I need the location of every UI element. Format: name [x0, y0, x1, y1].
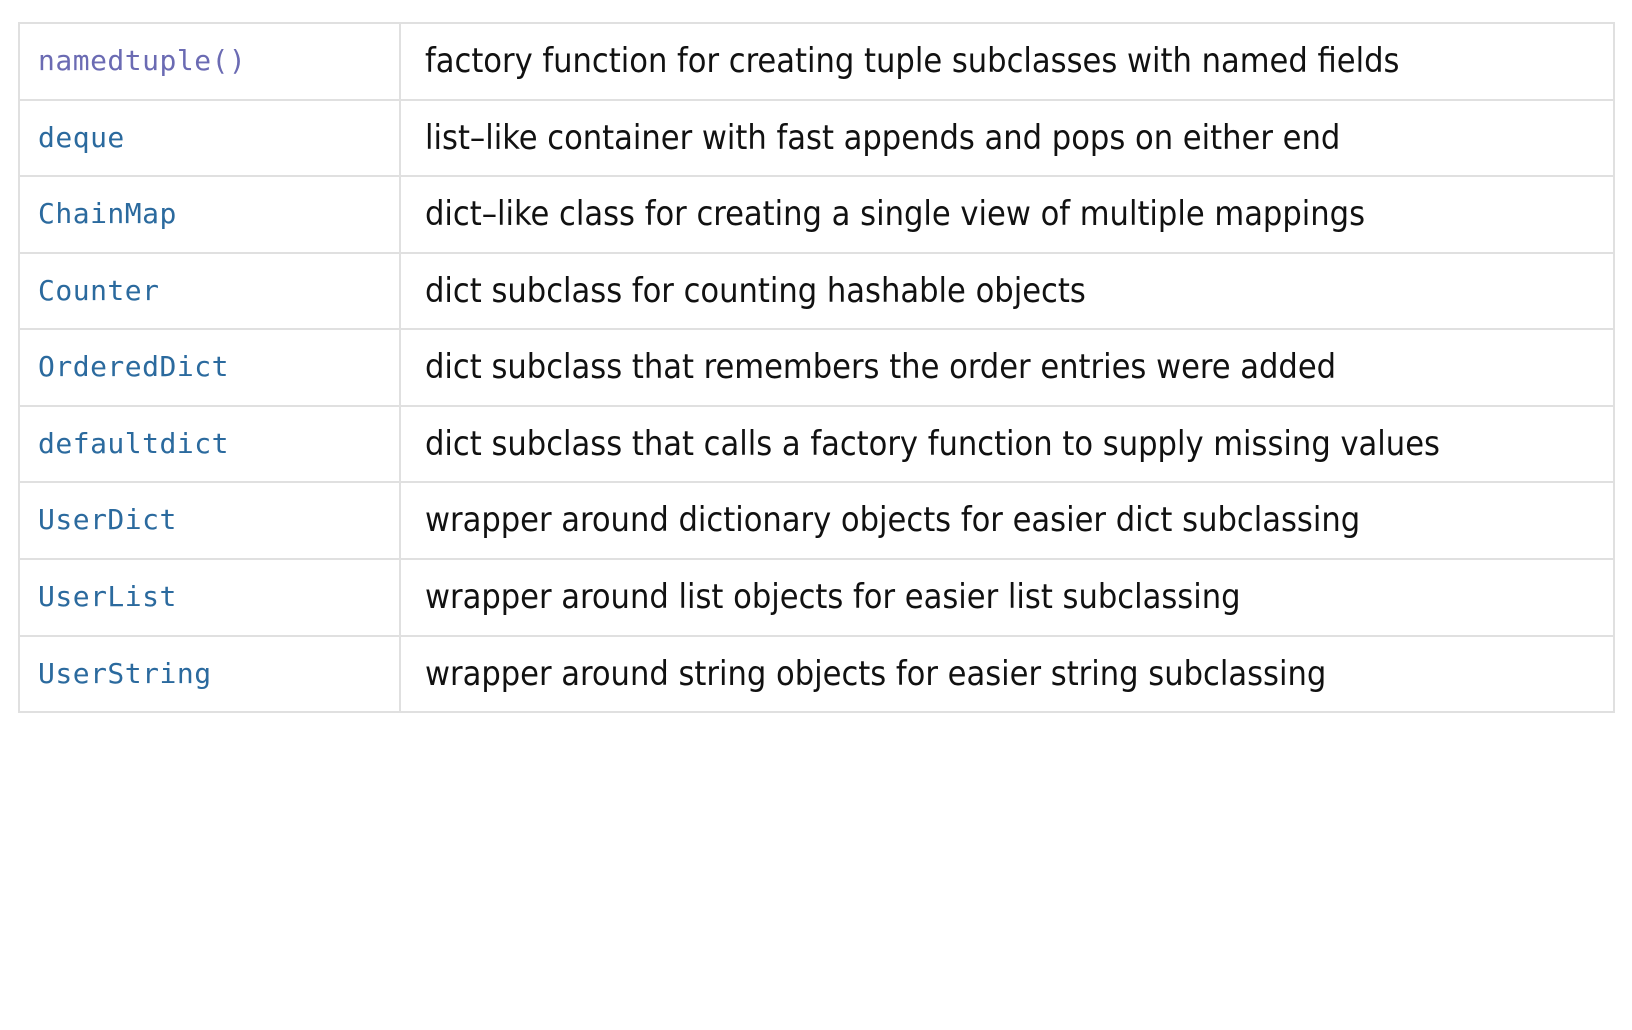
table-row: namedtuple() factory function for creati…	[18, 22, 1615, 100]
api-description: dict subclass that remembers the order e…	[425, 347, 1337, 388]
api-link-deque[interactable]: deque	[38, 120, 125, 154]
api-link-counter[interactable]: Counter	[38, 273, 160, 307]
api-link-chainmap[interactable]: ChainMap	[38, 197, 177, 231]
table-cell-name: deque	[18, 99, 401, 177]
api-description: wrapper around list objects for easier l…	[425, 577, 1241, 618]
api-link-userdict[interactable]: UserDict	[38, 503, 177, 537]
table-row: UserDict wrapper around dictionary objec…	[18, 482, 1615, 560]
api-description: wrapper around string objects for easier…	[425, 653, 1327, 694]
table-row: OrderedDict dict subclass that remembers…	[18, 329, 1615, 406]
table-cell-name: UserDict	[18, 482, 401, 560]
table-row: UserString wrapper around string objects…	[18, 635, 1615, 713]
table-cell-name: ChainMap	[18, 176, 401, 253]
table-cell-description: dict subclass that calls a factory funct…	[400, 405, 1615, 483]
api-link-namedtuple[interactable]: namedtuple()	[38, 43, 247, 77]
api-description: wrapper around dictionary objects for ea…	[425, 500, 1361, 541]
api-link-ordereddict[interactable]: OrderedDict	[38, 350, 229, 384]
api-description: dict subclass that calls a factory funct…	[425, 423, 1440, 464]
table-cell-name: defaultdict	[18, 405, 401, 483]
table-row: UserList wrapper around list objects for…	[18, 559, 1615, 636]
table-cell-description: dict subclass for counting hashable obje…	[400, 252, 1615, 330]
table-cell-description: dict subclass that remembers the order e…	[400, 329, 1615, 406]
api-description: dict–like class for creating a single vi…	[425, 194, 1366, 235]
table-cell-description: wrapper around list objects for easier l…	[400, 559, 1615, 636]
api-description: list–like container with fast appends an…	[425, 117, 1341, 158]
table-row: deque list–like container with fast appe…	[18, 99, 1615, 177]
table-row: defaultdict dict subclass that calls a f…	[18, 405, 1615, 483]
table-cell-description: factory function for creating tuple subc…	[400, 22, 1615, 100]
table-cell-description: wrapper around dictionary objects for ea…	[400, 482, 1615, 560]
table-cell-name: UserString	[18, 635, 401, 713]
api-description: dict subclass for counting hashable obje…	[425, 270, 1086, 311]
table-row: ChainMap dict–like class for creating a …	[18, 176, 1615, 253]
api-link-userlist[interactable]: UserList	[38, 580, 177, 614]
table-cell-name: OrderedDict	[18, 329, 401, 406]
table-body: namedtuple() factory function for creati…	[18, 22, 1615, 713]
api-link-userstring[interactable]: UserString	[38, 656, 212, 690]
table-cell-name: namedtuple()	[18, 22, 401, 100]
table-cell-description: dict–like class for creating a single vi…	[400, 176, 1615, 253]
collections-api-table: namedtuple() factory function for creati…	[18, 22, 1615, 714]
table-row: Counter dict subclass for counting hasha…	[18, 252, 1615, 330]
table-cell-name: UserList	[18, 559, 401, 636]
api-link-defaultdict[interactable]: defaultdict	[38, 426, 229, 460]
table-cell-name: Counter	[18, 252, 401, 330]
api-description: factory function for creating tuple subc…	[425, 41, 1400, 81]
table-cell-description: wrapper around string objects for easier…	[400, 635, 1615, 713]
table-cell-description: list–like container with fast appends an…	[400, 99, 1615, 177]
